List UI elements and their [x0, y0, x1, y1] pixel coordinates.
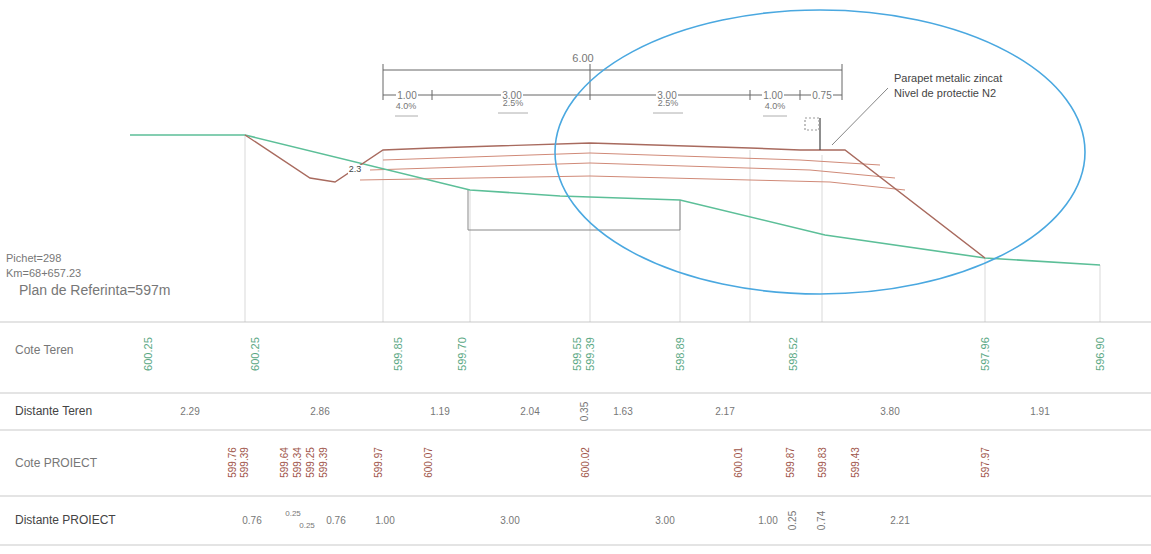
project-line [245, 135, 985, 258]
terrain-distance: 1.91 [1029, 406, 1050, 417]
row-header: Distante PROIECT [14, 514, 117, 527]
project-elevation: 599.39 [318, 446, 329, 479]
callout-note: Parapet metalic zincat [893, 72, 1003, 84]
slope-label: 2.5% [502, 99, 525, 109]
project-elevation: 599.83 [817, 446, 828, 479]
slope-label: 2.3 [348, 165, 363, 175]
project-elevation: 599.76 [227, 446, 238, 479]
station-label: Pichet=298 [5, 252, 62, 264]
terrain-elevation: 599.39 [584, 336, 596, 372]
terrain-elevation: 599.85 [392, 336, 404, 372]
row-header: Cote PROIECT [14, 457, 98, 470]
callout-note: Nivel de protectie N2 [893, 87, 997, 99]
project-distance: 3.00 [499, 515, 520, 526]
dimension: 1.00 [762, 90, 783, 101]
callout-ellipse [555, 10, 1085, 294]
project-elevation: 597.97 [980, 446, 991, 479]
datum-label: Plan de Referinta=597m [18, 283, 171, 298]
pavement-layers [360, 153, 905, 190]
slope-label: 4.0% [764, 102, 787, 112]
row-header: Distante Teren [14, 405, 93, 418]
project-elevation: 599.64 [279, 446, 290, 479]
terrain-elevation: 600.25 [142, 336, 154, 372]
terrain-elevation: 596.90 [1094, 336, 1106, 372]
project-distance: 2.21 [889, 515, 910, 526]
project-distance: 0.25 [298, 522, 316, 531]
terrain-elevation: 599.55 [571, 336, 583, 372]
slope-arrows [395, 113, 787, 116]
terrain-elevation: 600.25 [249, 336, 261, 372]
project-distance: 0.25 [788, 509, 799, 530]
project-elevation: 599.43 [850, 446, 861, 479]
project-elevation: 599.97 [373, 446, 384, 479]
terrain-elevation: 598.52 [787, 336, 799, 372]
terrain-distance: 1.63 [612, 406, 633, 417]
project-elevation: 600.07 [423, 446, 434, 479]
terrain-distance: 2.86 [309, 406, 330, 417]
terrain-elevation: 597.96 [979, 336, 991, 372]
terrain-distance: 0.35 [580, 400, 591, 421]
dimension: 0.75 [811, 90, 832, 101]
dimension-lines [383, 64, 842, 100]
leader-line [832, 88, 888, 145]
station-label: Km=68+657.23 [5, 267, 82, 279]
slope-label: 4.0% [395, 102, 418, 112]
project-elevation: 599.34 [292, 446, 303, 479]
project-distance: 0.74 [817, 509, 828, 530]
project-distance: 1.00 [757, 515, 778, 526]
project-elevation: 599.25 [305, 446, 316, 479]
project-elevation: 599.87 [785, 446, 796, 479]
dimension: 6.00 [571, 52, 594, 64]
project-distance: 0.25 [284, 510, 302, 519]
dimension: 1.00 [396, 90, 417, 101]
parapet-symbol [805, 118, 820, 150]
terrain-distance: 2.04 [519, 406, 540, 417]
terrain-line [130, 135, 1100, 265]
row-header: Cote Teren [14, 344, 74, 357]
project-distance: 3.00 [654, 515, 675, 526]
slope-label: 2.5% [657, 99, 680, 109]
project-distance: 1.00 [374, 515, 395, 526]
project-elevation: 600.01 [733, 446, 744, 479]
project-elevation: 600.02 [580, 446, 591, 479]
terrain-distance: 2.17 [714, 406, 735, 417]
project-distance: 0.76 [325, 515, 346, 526]
table-grid [0, 322, 1151, 545]
project-distance: 0.76 [241, 515, 262, 526]
terrain-distance: 1.19 [429, 406, 450, 417]
terrain-elevation: 598.89 [674, 336, 686, 372]
terrain-elevation: 599.70 [456, 336, 468, 372]
station-lines [245, 135, 1100, 322]
terrain-distance: 2.29 [179, 406, 200, 417]
project-elevation: 599.39 [239, 446, 250, 479]
terrain-distance: 3.80 [879, 406, 900, 417]
